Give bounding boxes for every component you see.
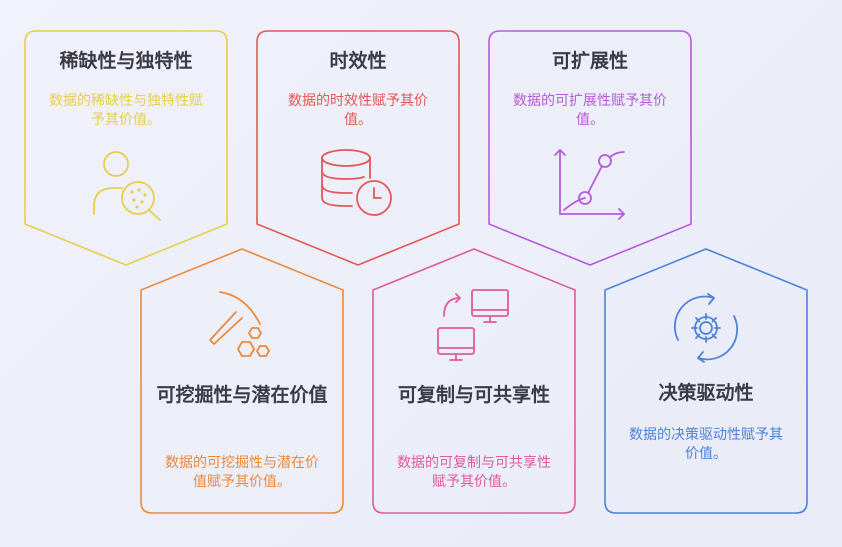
card-scarcity-desc: 数据的稀缺性与独特性赋予其价值。 bbox=[49, 93, 203, 128]
card-sharability-outline bbox=[372, 248, 576, 514]
card-scarcity-outline bbox=[24, 30, 228, 266]
card-scalability-title: 可扩展性 bbox=[551, 50, 628, 72]
gear-cycle-icon bbox=[673, 293, 739, 363]
card-decision-driven-title: 决策驱动性 bbox=[658, 382, 754, 404]
card-minability-title: 可挖掘性与潜在价值 bbox=[156, 384, 328, 406]
card-sharability-desc: 数据的可复制与可共享性赋予其价值。 bbox=[397, 455, 551, 490]
user-search-icon bbox=[93, 151, 161, 221]
card-sharability: 可复制与可共享性 数据的可复制与可共享性赋予其价值。 bbox=[372, 248, 576, 514]
card-scalability-outline bbox=[488, 30, 692, 266]
card-minability: 可挖掘性与潜在价值 数据的可挖掘性与潜在价值赋予其价值。 bbox=[140, 248, 344, 514]
card-minability-outline bbox=[140, 248, 344, 514]
card-sharability-title: 可复制与可共享性 bbox=[397, 384, 550, 406]
card-scarcity: 稀缺性与独特性 数据的稀缺性与独特性赋予其价值。 bbox=[24, 30, 228, 266]
card-scalability-desc: 数据的可扩展性赋予其价值。 bbox=[513, 93, 667, 128]
growth-curve-icon bbox=[554, 149, 625, 220]
card-decision-driven-outline bbox=[604, 248, 808, 514]
monitor-sync-icon bbox=[437, 289, 509, 361]
card-timeliness: 时效性 数据的时效性赋予其价值。 bbox=[256, 30, 460, 266]
card-scalability: 可扩展性 数据的可扩展性赋予其价值。 bbox=[488, 30, 692, 266]
card-timeliness-title: 时效性 bbox=[329, 50, 387, 72]
card-minability-desc: 数据的可挖掘性与潜在价值赋予其价值。 bbox=[165, 455, 319, 490]
card-timeliness-outline bbox=[256, 30, 460, 266]
card-scarcity-title: 稀缺性与独特性 bbox=[59, 50, 193, 72]
card-timeliness-desc: 数据的时效性赋予其价值。 bbox=[288, 93, 428, 128]
card-decision-driven-desc: 数据的决策驱动性赋予其价值。 bbox=[629, 427, 783, 462]
database-clock-icon bbox=[321, 149, 392, 216]
pickaxe-icon bbox=[209, 291, 270, 357]
card-decision-driven: 决策驱动性 数据的决策驱动性赋予其价值。 bbox=[604, 248, 808, 514]
